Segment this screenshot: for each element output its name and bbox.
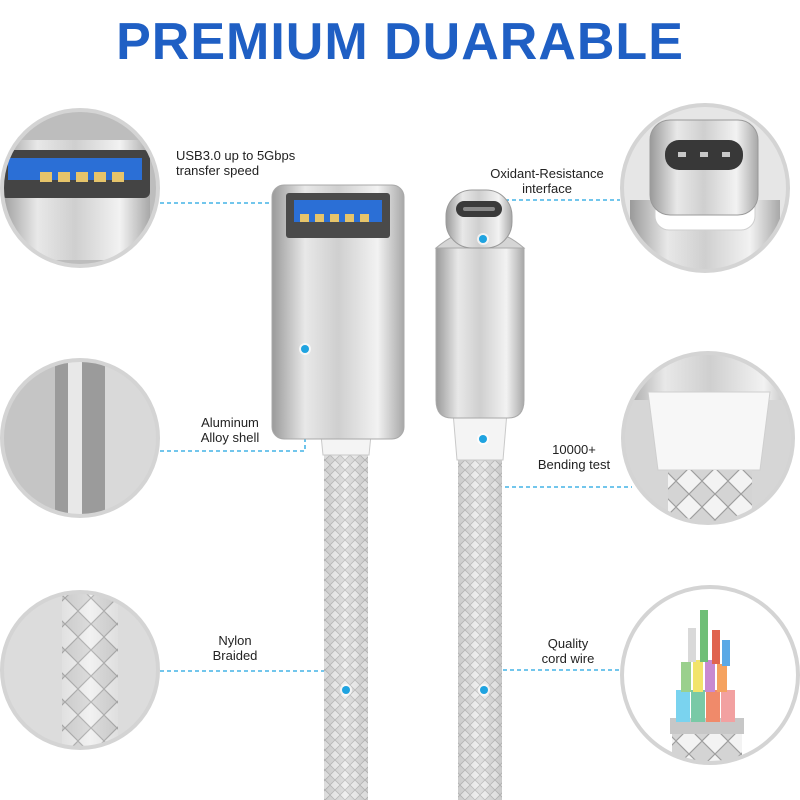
braided-cable-closeup: [0, 590, 160, 750]
callout-dots: [299, 233, 490, 696]
usb-c-male-connector: [434, 189, 526, 800]
headline: PREMIUM DUARABLE: [116, 13, 684, 71]
feature-label-bending: 10000+ Bending test: [524, 442, 624, 472]
usb-a-female-connector: [271, 184, 405, 800]
feature-usb3-line2: transfer speed: [176, 163, 260, 178]
aluminum-shell-closeup: [0, 358, 160, 518]
feature-label-usb3: USB3.0 up to 5Gbps transfer speed: [176, 148, 295, 178]
feature-cord-line2: cord wire: [541, 651, 595, 666]
feature-bending-line2: Bending test: [537, 457, 611, 472]
feature-oxidant-line1: Oxidant-Resistance: [490, 166, 604, 181]
strain-relief-closeup: [621, 351, 795, 525]
feature-bending-line1: 10000+: [552, 442, 596, 457]
feature-cord-line1: Quality: [547, 636, 589, 651]
feature-nylon-line1: Nylon: [218, 633, 252, 648]
usb-c-plug-closeup: [620, 103, 790, 273]
feature-oxidant-line2: interface: [522, 181, 572, 196]
feature-label-aluminum: Aluminum Alloy shell: [190, 415, 270, 445]
feature-nylon-line2: Braided: [212, 648, 258, 663]
usb-a-port-closeup: [0, 108, 160, 268]
feature-usb3-line1: USB3.0 up to 5Gbps: [176, 148, 296, 163]
feature-label-cord: Quality cord wire: [528, 636, 608, 666]
feature-aluminum-line2: Alloy shell: [200, 430, 260, 445]
feature-label-nylon: Nylon Braided: [200, 633, 270, 663]
feature-label-oxidant: Oxidant-Resistance interface: [482, 166, 612, 196]
feature-aluminum-line1: Aluminum: [201, 415, 259, 430]
cord-wires-closeup: [620, 585, 800, 765]
